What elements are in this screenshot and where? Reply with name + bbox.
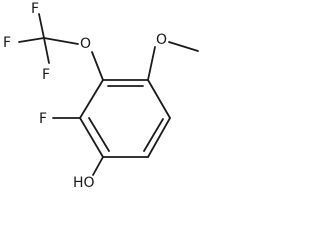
atom-f-cf3-bottom: F	[42, 67, 50, 83]
bond-ring-c3-o	[147, 46, 156, 81]
atom-o-cf3: O	[80, 36, 91, 52]
bond-cf3-f-bottom	[43, 37, 50, 64]
ring-bond-2	[147, 79, 171, 119]
atom-f-top: F	[31, 1, 39, 17]
ring-bond-3	[147, 117, 171, 158]
ring-bond-6	[79, 79, 104, 119]
bond-cf3-o	[43, 37, 79, 45]
molecule-structure: F F F O O F HO	[3, 1, 199, 191]
atom-f-left: F	[3, 35, 11, 51]
bond-o-ring-c2	[91, 51, 104, 81]
ring-bond-5-double	[88, 117, 110, 152]
bond-o-methyl	[168, 41, 199, 52]
atom-hydroxyl: HO	[73, 175, 95, 191]
atom-o-methoxy: O	[156, 32, 167, 48]
ring-bond-3-double	[143, 118, 164, 152]
bond-cf3-f-left	[18, 37, 45, 43]
atom-f-ring: F	[39, 111, 47, 127]
ring-bond-5	[79, 117, 104, 158]
bond-cf3-f-top	[38, 13, 45, 39]
bond-ring-oh	[92, 156, 104, 176]
